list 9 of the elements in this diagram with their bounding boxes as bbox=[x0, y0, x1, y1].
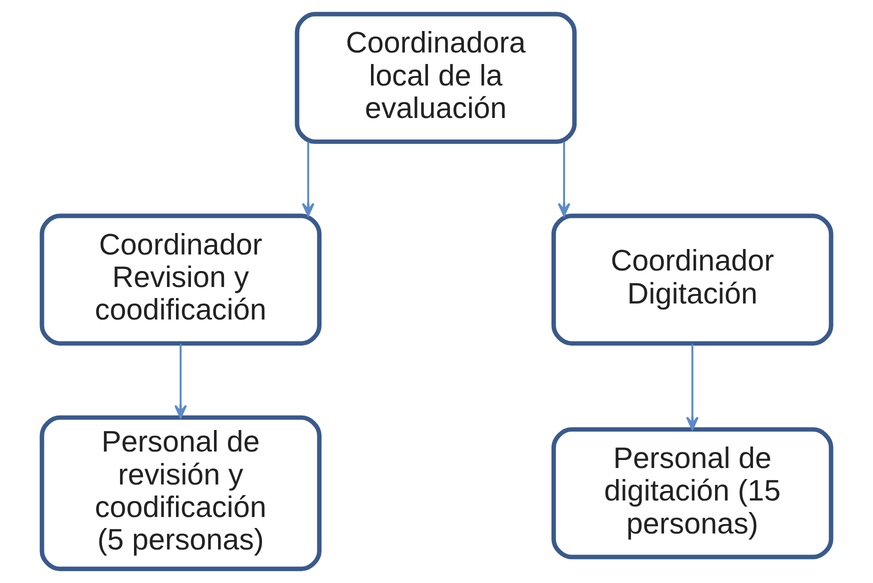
node-box: Personal de revisión y coodificación (5 personas) bbox=[40, 415, 322, 572]
node-box: Coordinador Revision y coodificación bbox=[40, 214, 322, 346]
node-box: Personal de digitación (15 personas) bbox=[551, 427, 834, 560]
arrow bbox=[558, 142, 570, 216]
node-box: Coordinadora local de la evaluación bbox=[294, 12, 577, 144]
arrow bbox=[174, 344, 187, 418]
arrow bbox=[302, 142, 314, 216]
arrow bbox=[686, 344, 699, 430]
node-box: Coordinador Digitación bbox=[551, 214, 834, 346]
